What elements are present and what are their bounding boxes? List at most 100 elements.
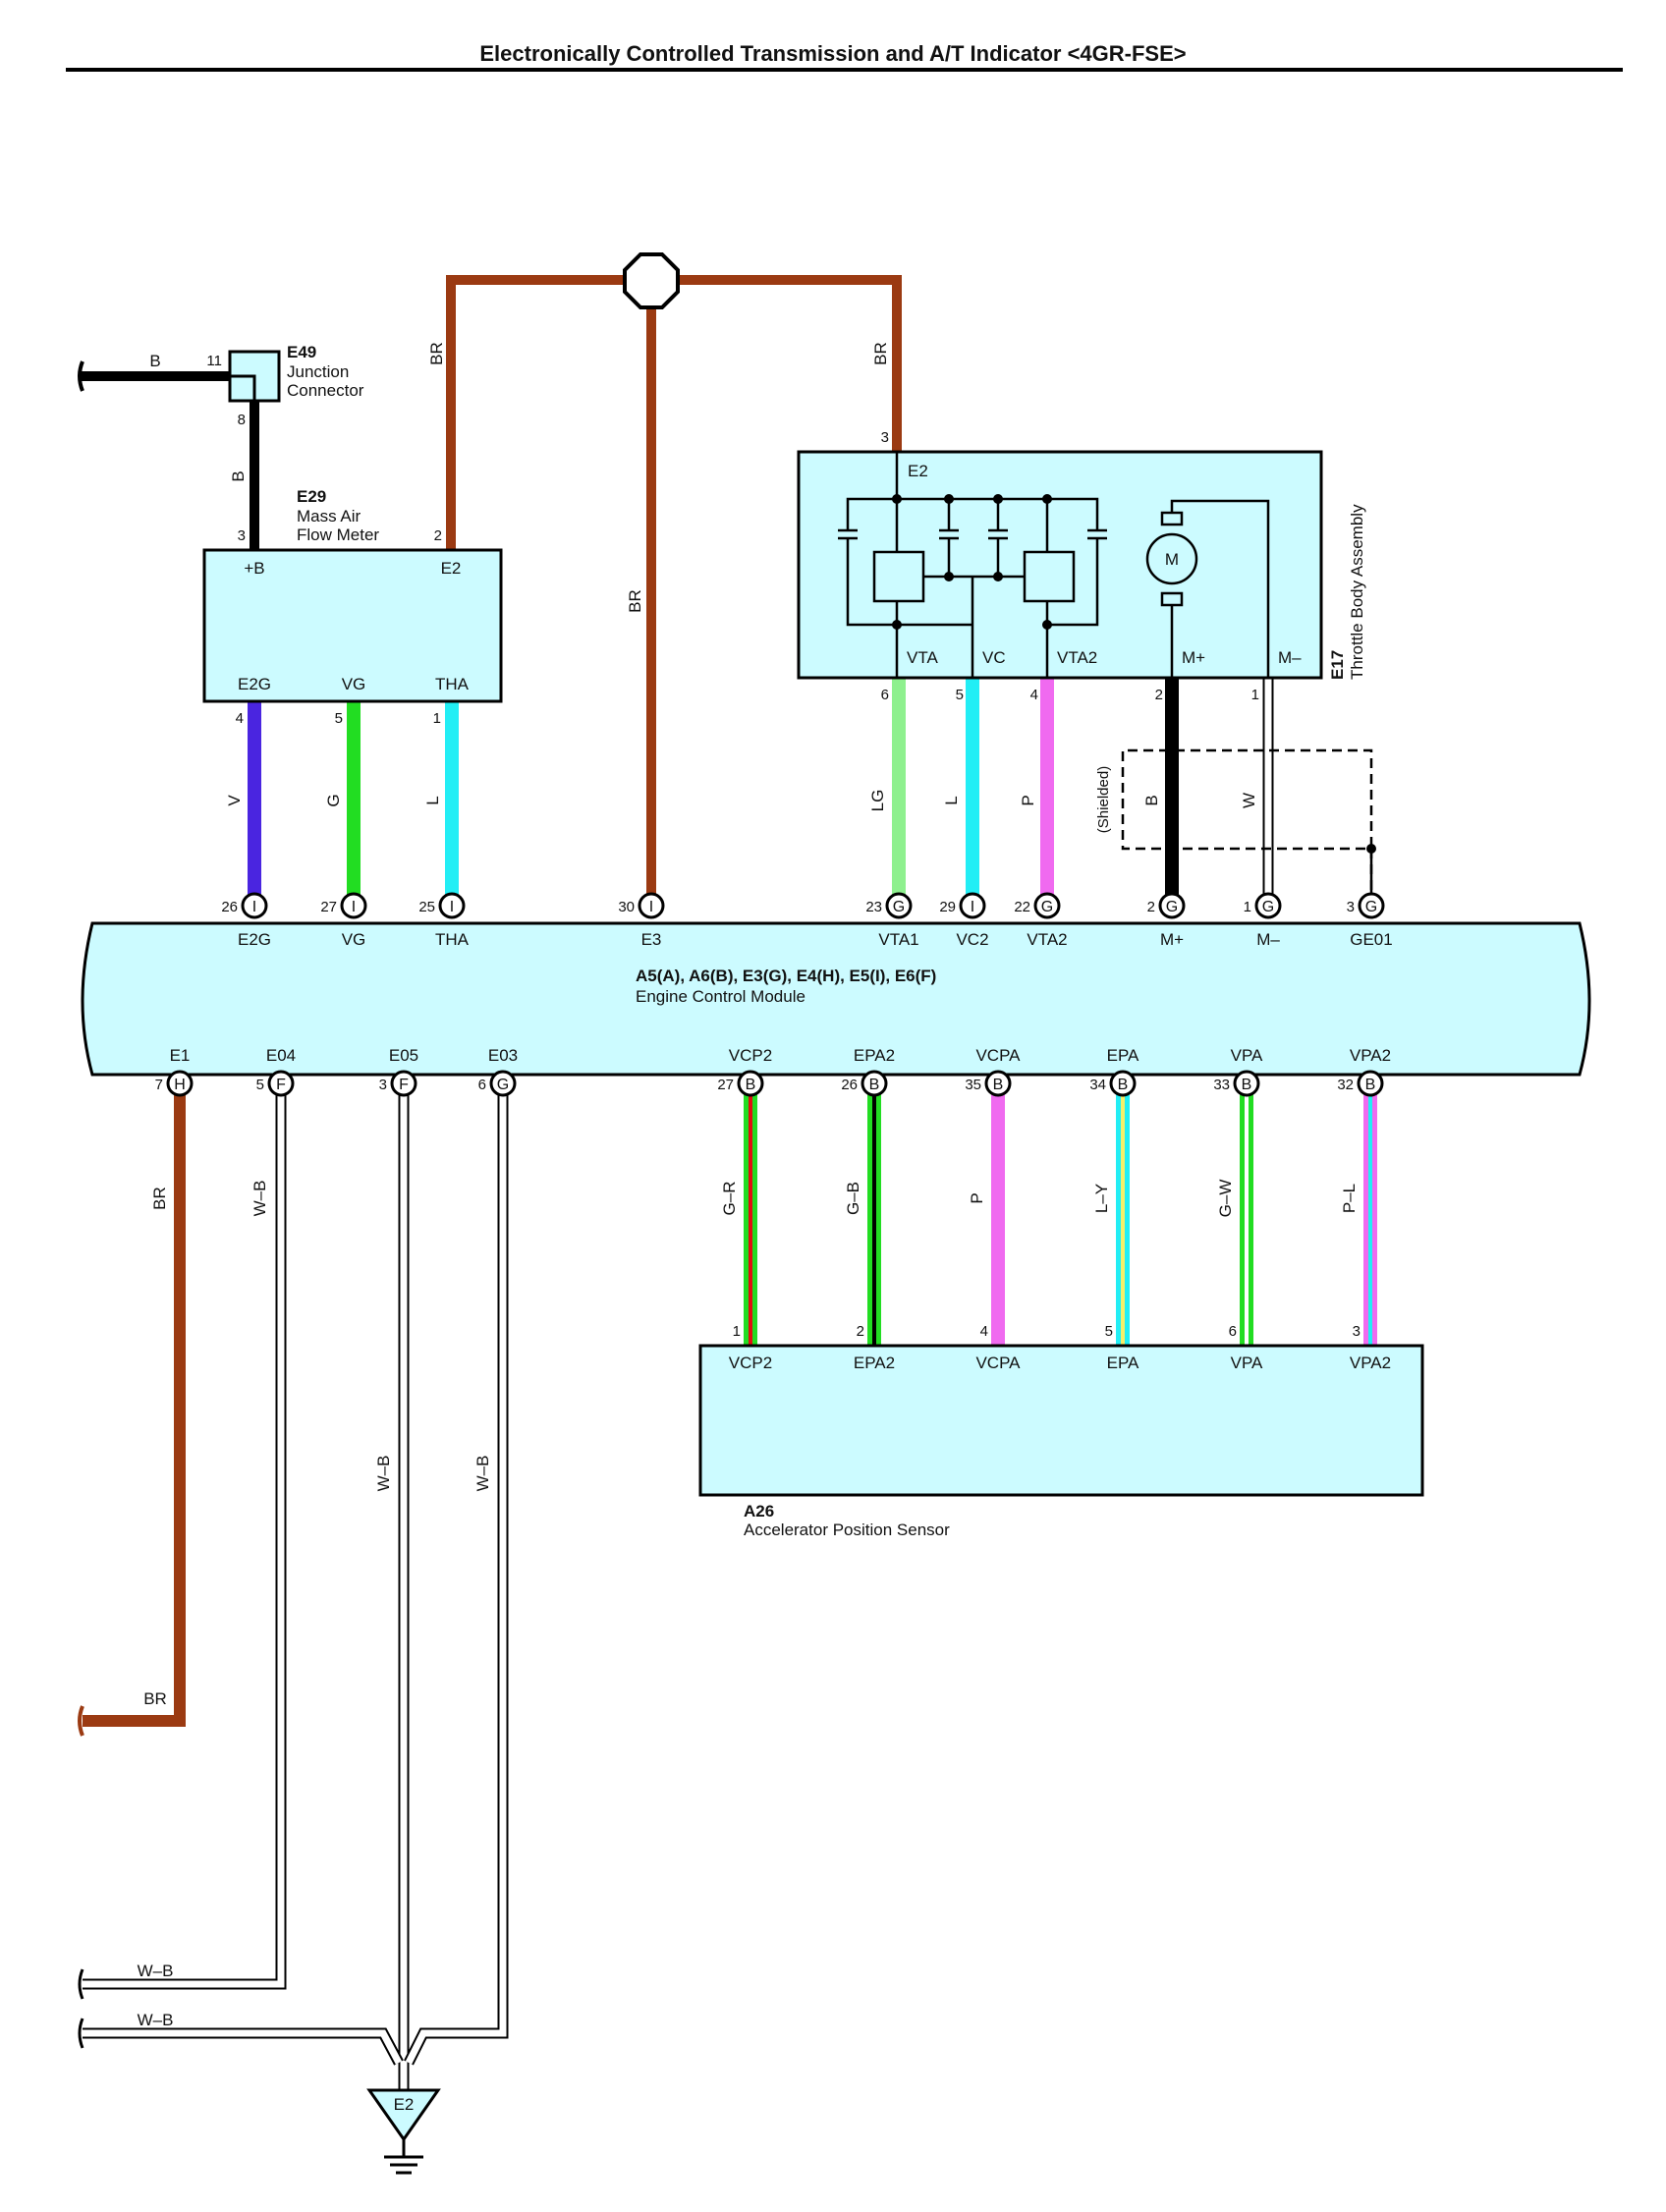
svg-text:M–: M–: [1278, 648, 1302, 667]
page-title: Electronically Controlled Transmission a…: [479, 41, 1186, 66]
ecm-terminal-label: VTA2: [1027, 930, 1067, 949]
wire-l-tha: L: [423, 701, 459, 906]
svg-text:2: 2: [857, 1323, 864, 1340]
svg-text:G–B: G–B: [844, 1182, 862, 1215]
svg-text:LG: LG: [868, 790, 887, 812]
svg-text:VCP2: VCP2: [729, 1354, 772, 1372]
svg-text:6: 6: [1229, 1323, 1237, 1340]
ecm-terminal-label: VC2: [956, 930, 988, 949]
wire-g: G: [324, 701, 361, 906]
ecm-terminal-label: GE01: [1350, 930, 1392, 949]
wire-g-b: G–B: [844, 1083, 881, 1346]
ecm-terminal-label: VPA: [1231, 1046, 1263, 1065]
ecm-terminal-label: E2G: [238, 930, 271, 949]
svg-text:2: 2: [434, 527, 442, 544]
ecm-pin-number: 6: [478, 1077, 486, 1093]
svg-text:VC: VC: [982, 648, 1006, 667]
svg-text:THA: THA: [435, 675, 470, 693]
wire-b-top: B: [78, 352, 236, 392]
ecm-pin-number: 2: [1147, 899, 1155, 915]
ecm-terminal-label: E03: [488, 1046, 518, 1065]
ecm-terminal-label: THA: [435, 930, 470, 949]
ecm-pin-connector-letter: B: [869, 1077, 880, 1093]
svg-text:VPA: VPA: [1231, 1354, 1263, 1372]
ecm-pin-number: 26: [221, 899, 238, 915]
wire-br-e1: BR BR: [78, 1083, 186, 1737]
throttle-sensor-circuit: [838, 452, 1270, 678]
wire-wb-ground-left: W–B: [78, 2011, 404, 2066]
ecm-pin-number: 27: [717, 1077, 734, 1093]
svg-text:VPA2: VPA2: [1350, 1354, 1391, 1372]
ecm-pin-m: G2M+: [1147, 892, 1186, 949]
ecm-pin-number: 25: [418, 899, 435, 915]
svg-text:5: 5: [335, 710, 343, 727]
ecm-terminal-label: EPA2: [854, 1046, 895, 1065]
ecm-pin-connector-letter: G: [893, 899, 905, 915]
svg-text:5: 5: [1105, 1323, 1113, 1340]
svg-text:VTA: VTA: [907, 648, 938, 667]
svg-text:VCPA: VCPA: [975, 1354, 1021, 1372]
wire-v: V: [225, 701, 261, 906]
ecm-pin-number: 33: [1213, 1077, 1230, 1093]
svg-text:Engine Control Module: Engine Control Module: [636, 987, 805, 1006]
ecm-pin-number: 35: [965, 1077, 981, 1093]
svg-text:1: 1: [1251, 687, 1259, 703]
svg-text:(Shielded): (Shielded): [1095, 766, 1112, 833]
wire-b-mplus: B: [1142, 678, 1179, 906]
svg-text:E49: E49: [287, 343, 316, 361]
ecm-pin-number: 34: [1089, 1077, 1106, 1093]
ecm-terminal-label: E04: [266, 1046, 296, 1065]
ecm-pin-number: 32: [1337, 1077, 1354, 1093]
wire-g-r: G–R: [720, 1083, 757, 1346]
svg-text:6: 6: [881, 687, 889, 703]
ground-e2: E2: [366, 2088, 441, 2175]
svg-text:V: V: [225, 795, 244, 806]
svg-text:BR: BR: [143, 1689, 167, 1708]
svg-text:B: B: [149, 352, 160, 370]
ecm-pin-connector-letter: I: [649, 899, 653, 915]
motor-icon: M: [1145, 511, 1198, 607]
svg-text:M: M: [1165, 550, 1179, 569]
svg-text:G–W: G–W: [1216, 1180, 1235, 1218]
svg-text:B: B: [1142, 795, 1161, 805]
wire-g-w: G–W: [1216, 1083, 1253, 1346]
ecm-terminal-label: VCPA: [975, 1046, 1021, 1065]
svg-text:VTA2: VTA2: [1057, 648, 1097, 667]
wire-p-l: P–L: [1340, 1083, 1377, 1346]
ecm-pin-number: 7: [155, 1077, 163, 1093]
ecm-pin-number: 29: [939, 899, 956, 915]
ecm-pin-number: 27: [320, 899, 337, 915]
svg-text:Flow Meter: Flow Meter: [297, 525, 379, 544]
svg-text:Accelerator Position Sensor: Accelerator Position Sensor: [744, 1521, 950, 1539]
svg-text:E2: E2: [441, 559, 462, 578]
ecm-terminal-label: M+: [1160, 930, 1184, 949]
svg-text:4: 4: [236, 710, 244, 727]
svg-text:L–Y: L–Y: [1092, 1184, 1111, 1213]
ecm-pin-number: 3: [1347, 899, 1355, 915]
shield-box: (Shielded): [1095, 748, 1376, 906]
svg-text:3: 3: [238, 527, 246, 544]
svg-text:5: 5: [956, 687, 964, 703]
wire-p-vcpa: P: [968, 1083, 1005, 1346]
wire-wb-e04: W–B W–B: [78, 1083, 287, 2000]
svg-text:W–B: W–B: [138, 2011, 174, 2029]
ecm-terminal-label: EPA: [1107, 1046, 1139, 1065]
ecm-pin-number: 5: [256, 1077, 264, 1093]
svg-text:W–B: W–B: [250, 1181, 269, 1217]
svg-text:Connector: Connector: [287, 381, 364, 400]
ecm-terminal-label: VPA2: [1350, 1046, 1391, 1065]
svg-text:4: 4: [1030, 687, 1038, 703]
ecm-terminal-label: VG: [342, 930, 366, 949]
svg-text:4: 4: [980, 1323, 988, 1340]
ecm-pin-number: 22: [1014, 899, 1030, 915]
